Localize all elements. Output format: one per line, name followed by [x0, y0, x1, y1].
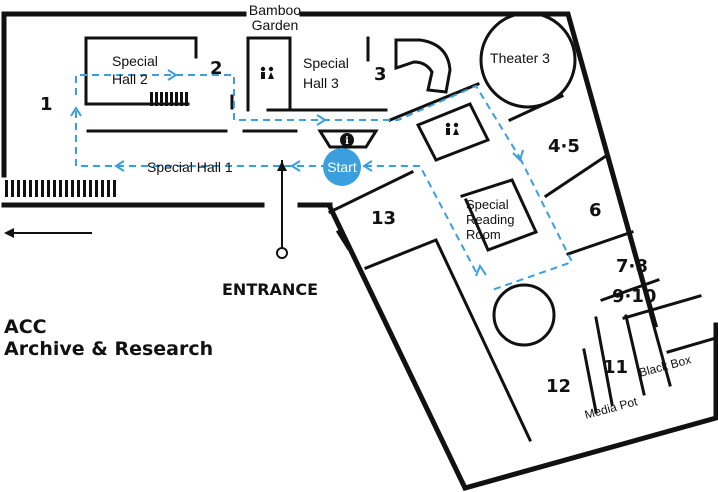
- theater-3-label: Theater 3: [490, 50, 550, 66]
- svg-text:i: i: [345, 136, 349, 147]
- bamboo-garden-label: Garden: [252, 17, 299, 33]
- room-12-label: 12: [546, 376, 571, 397]
- restroom-icon: [260, 66, 274, 79]
- map-subtitle: Archive & Research: [4, 338, 213, 360]
- room-11-label: 11: [603, 357, 628, 378]
- room-3-label: 3: [374, 64, 387, 85]
- reading-room-label: Special: [466, 197, 509, 212]
- room-2-label: 2: [210, 58, 223, 79]
- start-label: Start: [327, 159, 357, 175]
- room-6-label: 6: [589, 200, 602, 221]
- route-arrow: [475, 263, 487, 277]
- route-arrow: [114, 160, 125, 172]
- room-9-10-label: 9·10: [612, 286, 656, 307]
- exit-arrow: [4, 228, 92, 238]
- route-arrow: [70, 106, 82, 117]
- black-box-label: Black Box: [637, 352, 692, 379]
- entrance-marker: [276, 160, 288, 259]
- reading-room-label: Reading: [466, 212, 514, 227]
- room-1-label: 1: [40, 94, 53, 115]
- route-arrow: [362, 160, 373, 172]
- route-arrow: [512, 149, 524, 162]
- map-title: ACC: [4, 316, 47, 338]
- route-arrow: [167, 69, 178, 81]
- special-hall-2-label: Hall 2: [112, 71, 148, 87]
- interior-walls: [84, 11, 718, 442]
- bamboo-garden-label: Bamboo: [249, 2, 301, 18]
- entrance-label: ENTRANCE: [222, 280, 318, 299]
- room-4-5-label: 4·5: [548, 136, 580, 157]
- stairs-hall-2: [150, 92, 188, 106]
- route-arrow: [290, 160, 301, 172]
- stairs-left: [5, 180, 116, 197]
- special-hall-3-label: Special: [303, 55, 349, 71]
- route-arrow: [316, 114, 327, 126]
- start-badge[interactable]: Start: [323, 148, 361, 186]
- tour-route: [70, 69, 574, 291]
- reading-room-label: Room: [466, 227, 501, 242]
- room-7-8-label: 7·8: [616, 256, 648, 277]
- special-hall-1-label: Special Hall 1: [147, 159, 233, 175]
- outer-walls: [1, 11, 718, 491]
- special-hall-3-label: Hall 3: [303, 75, 339, 91]
- room-13-label: 13: [371, 208, 396, 229]
- info-icon: i: [340, 133, 354, 147]
- special-hall-2-label: Special: [112, 53, 158, 69]
- restroom-icon: [445, 122, 459, 135]
